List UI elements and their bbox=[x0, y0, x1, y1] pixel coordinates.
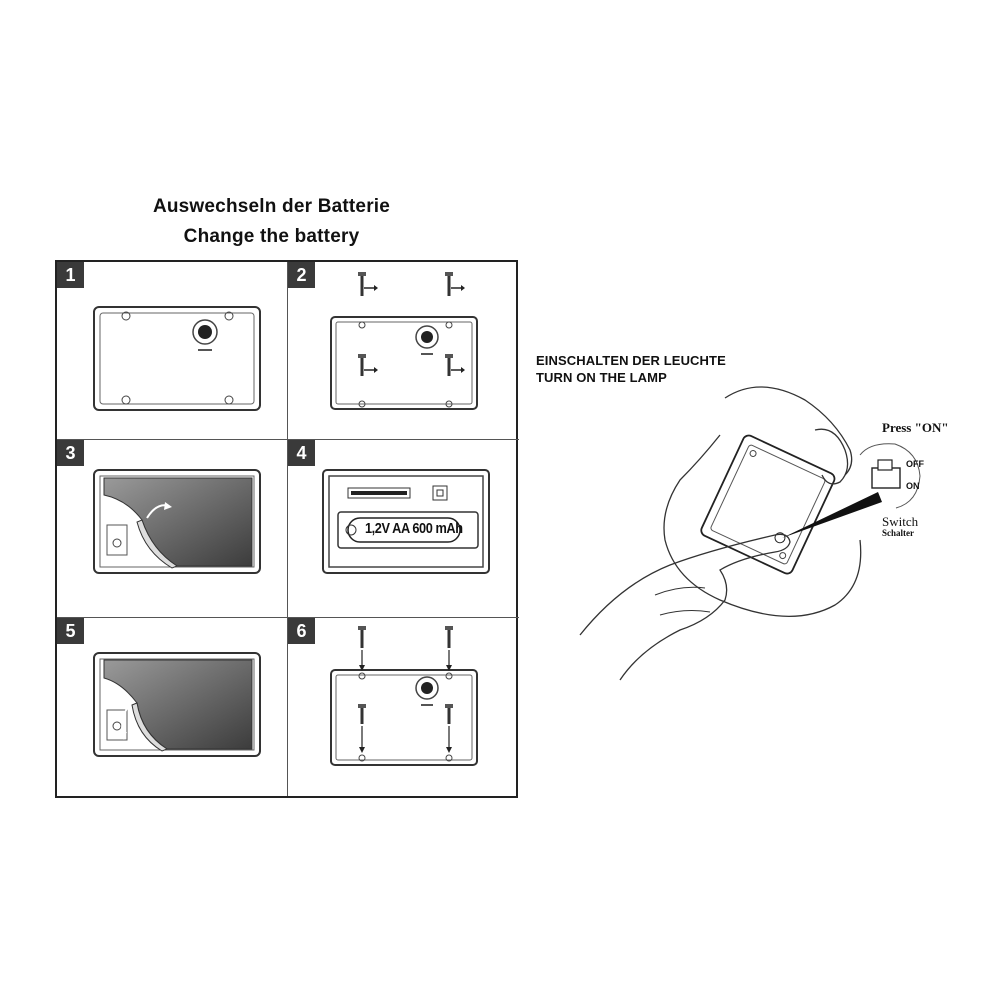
step-4-panel: 4 1,2V AA 600 mAh bbox=[288, 440, 519, 618]
step-4-illustration bbox=[322, 469, 490, 574]
battery-icon bbox=[347, 517, 461, 543]
screw-icon bbox=[121, 311, 131, 321]
switch-icon bbox=[774, 532, 786, 544]
step-5-badge: 5 bbox=[57, 618, 84, 644]
title-english: Change the battery bbox=[183, 226, 360, 247]
screw-icon bbox=[224, 395, 234, 405]
step-3-illustration bbox=[93, 469, 261, 574]
off-label: OFF bbox=[906, 459, 924, 469]
battery-steps-grid: 1 2 bbox=[55, 260, 519, 798]
step-2-badge: 2 bbox=[288, 262, 315, 288]
switch-label: Switch bbox=[882, 514, 919, 529]
step-2-panel: 2 bbox=[288, 262, 519, 440]
title-german: Auswechseln der Batterie bbox=[152, 196, 391, 217]
step-3-panel: 3 bbox=[57, 440, 288, 618]
screw-icon bbox=[358, 626, 366, 671]
switch-label-german: Schalter bbox=[882, 528, 914, 538]
lamp-label-german: EINSCHALTEN DER LEUCHTE bbox=[536, 353, 726, 368]
step-2-illustration bbox=[330, 272, 478, 410]
screw-icon bbox=[358, 354, 378, 376]
step-1-panel: 1 bbox=[57, 262, 288, 440]
press-on-label: Press "ON" bbox=[882, 420, 949, 435]
step-6-illustration bbox=[330, 626, 478, 766]
screw-icon bbox=[358, 704, 366, 753]
hand-pressing-switch-illustration bbox=[579, 386, 921, 681]
step-5-illustration bbox=[93, 652, 261, 757]
lamp-label-english: TURN ON THE LAMP bbox=[536, 370, 667, 385]
step-6-badge: 6 bbox=[288, 618, 315, 644]
step-3-badge: 3 bbox=[57, 440, 84, 466]
step-1-illustration bbox=[93, 306, 261, 411]
screw-icon bbox=[358, 272, 378, 296]
switch-detail-icon bbox=[859, 443, 921, 509]
screw-icon bbox=[445, 704, 453, 753]
callout-pointer bbox=[782, 492, 882, 538]
screw-icon bbox=[445, 626, 453, 671]
screw-icon bbox=[445, 354, 465, 376]
on-label: ON bbox=[906, 481, 920, 491]
hand-icon bbox=[724, 386, 853, 476]
pointing-hand-icon bbox=[579, 533, 791, 681]
lamp-body bbox=[700, 434, 836, 575]
battery-label: 1,2V AA 600 mAh bbox=[365, 520, 463, 537]
screw-icon bbox=[121, 395, 131, 405]
step-5-panel: 5 bbox=[57, 618, 288, 796]
screw-icon bbox=[445, 272, 465, 296]
screw-icon bbox=[224, 311, 234, 321]
step-1-badge: 1 bbox=[57, 262, 84, 288]
step-4-badge: 4 bbox=[288, 440, 315, 466]
step-6-panel: 6 bbox=[288, 618, 519, 796]
